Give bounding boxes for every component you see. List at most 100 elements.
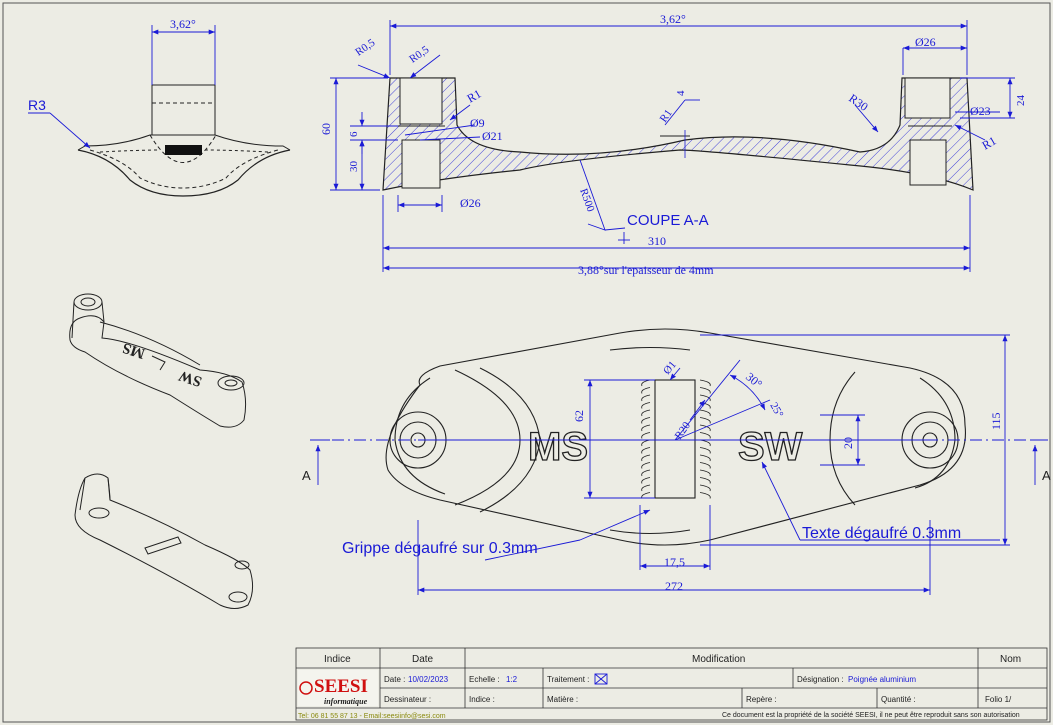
dim-r20: R20 [673, 419, 694, 441]
grip-line [699, 462, 711, 469]
dim-h24: 24 [1015, 95, 1027, 107]
dim-r500: R500 [577, 187, 597, 214]
repere-label: Repère : [746, 695, 777, 704]
dim-v4: 4 [675, 90, 687, 96]
dim-r3: R3 [28, 97, 46, 113]
grip-line [699, 387, 711, 394]
dim-d23: Ø23 [970, 104, 991, 118]
dim-r30: R30 [846, 91, 870, 114]
grip-line [699, 447, 711, 454]
dim-r1-a: R1 [465, 86, 484, 105]
dim-top-angle: 3,62° [170, 17, 196, 31]
dim-h115: 115 [989, 412, 1003, 430]
grip-line [641, 454, 651, 462]
dim-h60: 60 [319, 123, 333, 135]
dim-r1-c: R1 [980, 133, 999, 152]
echelle-label: Echelle : [469, 675, 500, 684]
dim-d1: Ø1 [661, 359, 679, 377]
grip-line [699, 394, 711, 402]
section-label: COUPE A-A [627, 212, 709, 229]
quantite-label: Quantité : [881, 695, 916, 704]
dim-a25: 25° [767, 401, 785, 420]
grip-line [699, 432, 711, 439]
svg-text:SW: SW [177, 367, 204, 389]
note-grip: Grippe dégaufré sur 0.3mm [342, 540, 538, 557]
section-view [382, 77, 974, 191]
grip-line [641, 394, 651, 402]
plan-dims [310, 334, 1048, 595]
dim-h30: 30 [348, 161, 360, 173]
disclaimer: Ce document est la propriété de la socié… [722, 712, 1020, 719]
logo: SEESI informatique [298, 670, 378, 706]
dim-w272: 272 [665, 579, 683, 593]
dim-a30: 30° [743, 370, 765, 392]
grip-line [641, 477, 651, 484]
title-block [295, 647, 1048, 721]
dim-d26-top: Ø26 [915, 35, 936, 49]
date-label: Date : [384, 675, 405, 684]
grip-line [699, 439, 711, 447]
dim-section-angle: 3,62° [660, 12, 686, 26]
section-marker-right: A [1042, 468, 1051, 483]
th-indice: Indice [324, 654, 351, 665]
grip-line [641, 484, 651, 492]
dim-d9: Ø9 [470, 116, 485, 130]
grip-line [699, 409, 711, 417]
section-body [382, 77, 974, 191]
grip-line [641, 402, 651, 409]
indice-label: Indice : [469, 695, 495, 704]
dim-h62: 62 [572, 410, 586, 422]
section-dims [330, 20, 1015, 272]
grip-line [641, 439, 651, 447]
grip-line [641, 447, 651, 454]
designation-label: Désignation : [797, 675, 844, 684]
plan-outline [385, 328, 966, 546]
dim-w17-5: 17,5 [664, 555, 685, 569]
section-marker-left: A [302, 468, 311, 483]
grip-line [699, 454, 711, 462]
dim-d21: Ø21 [482, 129, 503, 143]
th-modification: Modification [692, 654, 745, 665]
grip-line [641, 417, 651, 424]
dim-r05-left: R0,5 [353, 36, 378, 58]
dim-w310: 310 [648, 234, 666, 248]
grip-line [641, 424, 651, 432]
th-date: Date [412, 654, 434, 665]
designation-value: Poignée aluminium [848, 675, 916, 684]
grip-line [641, 462, 651, 469]
grip-line [699, 417, 711, 424]
contact-line: Tel: 06 81 55 87 13 - Email:seesiinfo@se… [298, 713, 446, 720]
dim-r1-b: R1 [658, 107, 675, 124]
front-view [77, 84, 291, 197]
traitement-label: Traitement : [547, 675, 589, 684]
grip-line [699, 477, 711, 484]
dim-h6: 6 [348, 131, 360, 137]
engraving-sw: SW [738, 425, 803, 469]
dim-thickness: 3,88°sur l'epaisseur de 4mm [578, 263, 714, 277]
grip-line [699, 492, 711, 499]
iso-view-top: MS SW [69, 293, 247, 428]
front-view-dims [28, 25, 216, 149]
grip-line [641, 387, 651, 394]
svg-text:MS: MS [121, 339, 147, 361]
grip-line [699, 469, 711, 477]
folio-label: Folio 1/ [985, 695, 1012, 704]
logo-text: SEESI [314, 676, 368, 697]
dim-r05-right: R0,5 [407, 43, 432, 65]
note-text: Texte dégaufré 0.3mm [802, 525, 961, 542]
matiere-label: Matière : [547, 695, 578, 704]
dim-d26-bottom: Ø26 [460, 196, 481, 210]
dessinateur-label: Dessinateur : [384, 695, 431, 704]
dim-h20: 20 [841, 437, 855, 449]
traitement-checkbox[interactable] [594, 673, 608, 685]
echelle-value: 1:2 [506, 675, 518, 684]
date-value: 10/02/2023 [408, 675, 449, 684]
iso-view-bottom [74, 473, 254, 609]
grip-line [699, 379, 711, 387]
th-nom: Nom [1000, 654, 1021, 665]
grip-line [641, 409, 651, 417]
grip-line [699, 424, 711, 432]
grip-line [641, 432, 651, 439]
